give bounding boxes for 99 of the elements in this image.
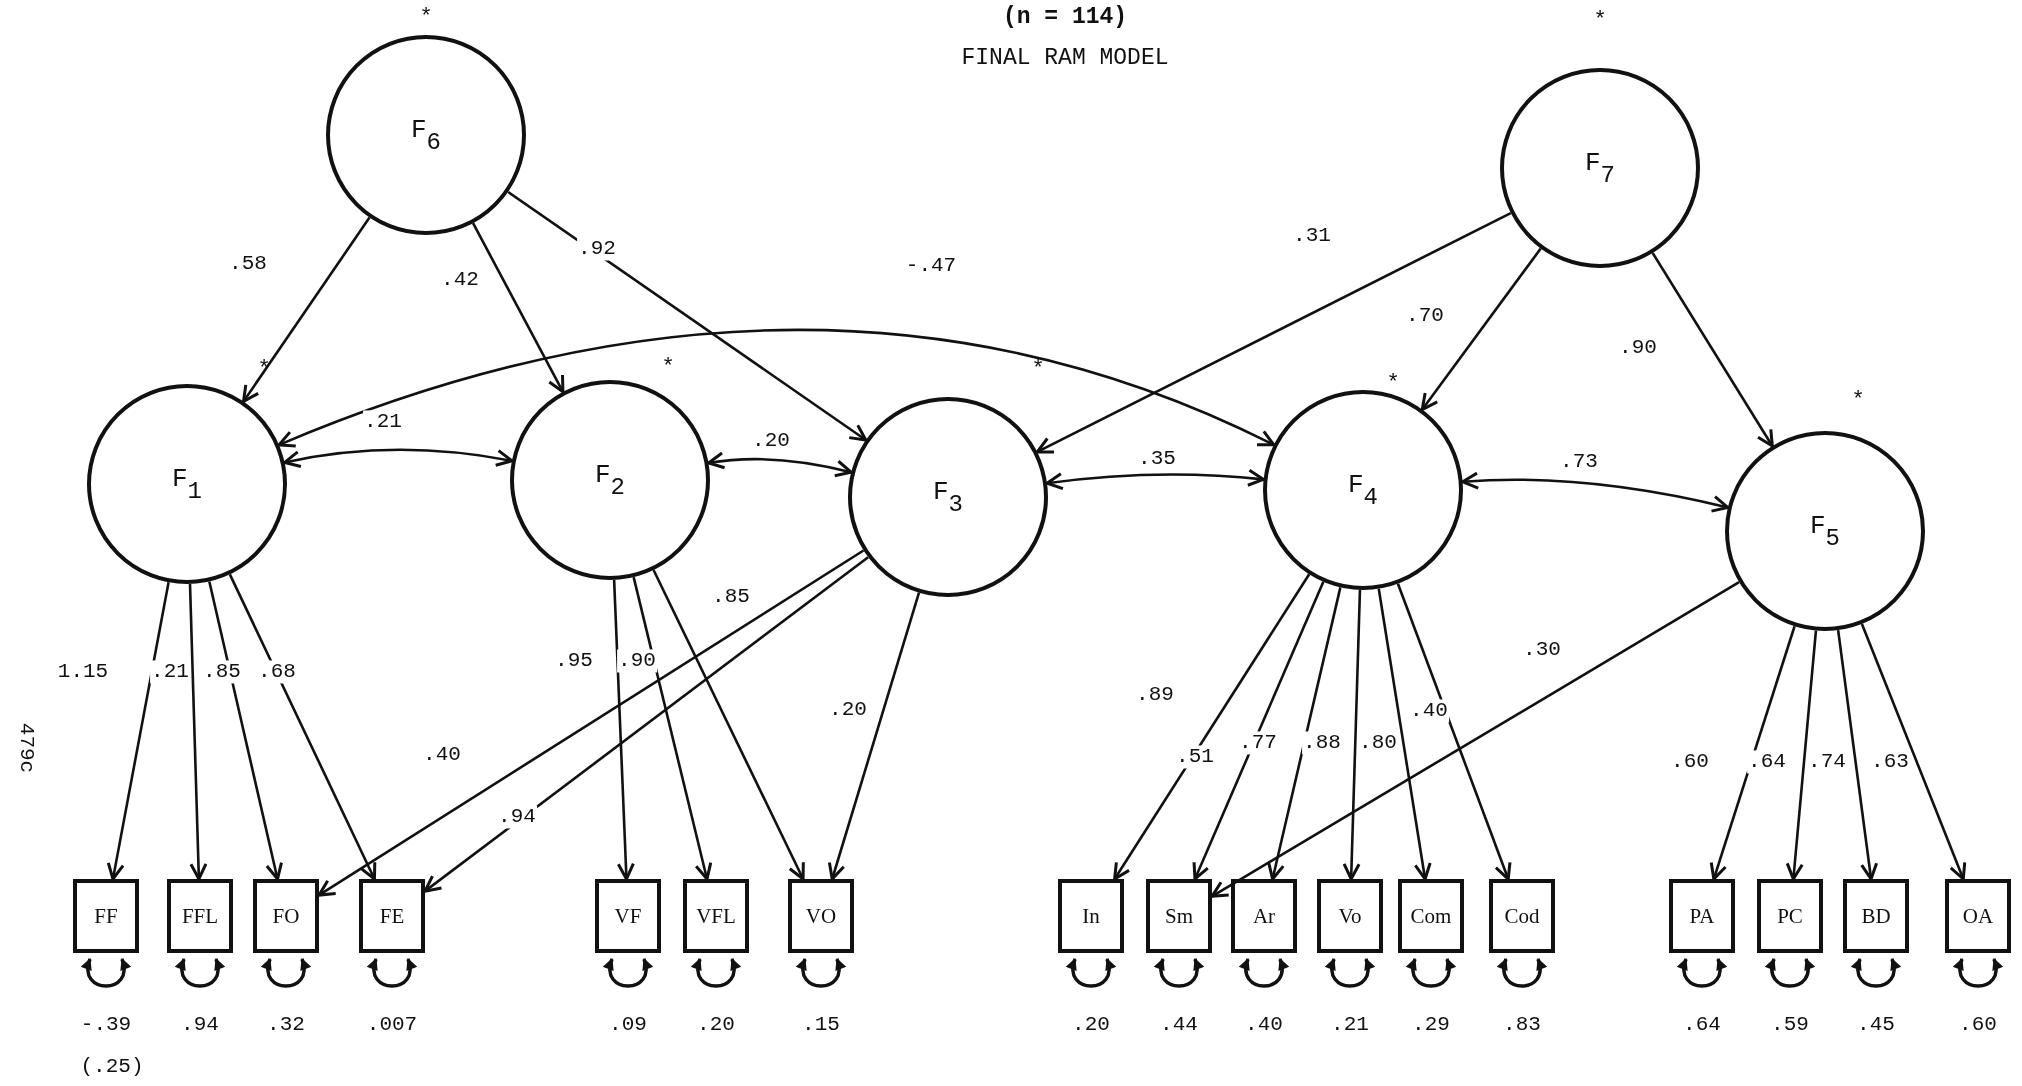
edge-label: .90 <box>617 649 657 673</box>
observed-variable-box <box>1843 879 1909 953</box>
asterisk-mark: * <box>419 7 433 29</box>
covariance-arrow <box>1461 471 1730 513</box>
covariance-arrow <box>283 448 514 469</box>
variable-label: In <box>1082 903 1100 929</box>
variance-loop-arrow <box>1765 957 1815 988</box>
note-text: (.25) <box>80 1054 144 1078</box>
path-arrow <box>208 581 283 881</box>
path-arrow <box>1377 588 1432 881</box>
path-arrow <box>827 592 921 881</box>
path-arrow <box>188 583 208 881</box>
observed-variable-box <box>788 879 854 953</box>
observed-variable-box <box>595 879 661 953</box>
variance-loop-arrow <box>81 957 131 988</box>
edge-label: .64 <box>1747 750 1787 774</box>
path-arrow <box>1342 589 1362 881</box>
variance-loop-arrow <box>175 957 225 988</box>
observed-variable-box <box>1945 879 2011 953</box>
path-arrow <box>228 573 377 881</box>
asterisk-mark: * <box>1386 373 1400 395</box>
variance-loop-arrow <box>1066 957 1116 988</box>
variable-label: Vo <box>1338 903 1362 929</box>
path-arrow <box>1420 247 1542 411</box>
variable-label: FE <box>379 903 405 929</box>
path-arrow <box>242 216 371 403</box>
observed-variable-box <box>253 879 319 953</box>
path-arrow <box>1035 211 1512 454</box>
path-arrow <box>1210 581 1740 898</box>
path-arrow <box>471 222 565 394</box>
path-arrow <box>1860 623 1967 881</box>
variance-loop-arrow <box>603 957 653 988</box>
asterisk-mark: * <box>1593 10 1607 32</box>
path-arrow <box>1836 629 1879 881</box>
variable-label: FFL <box>181 903 219 929</box>
covariance-arrow <box>1045 469 1266 491</box>
observed-variable-box <box>167 879 233 953</box>
variable-label: VFL <box>696 903 736 929</box>
path-arrow <box>632 576 713 881</box>
variance-loop-arrow <box>1851 957 1901 988</box>
variable-label: VF <box>614 903 642 929</box>
path-arrow <box>507 190 868 442</box>
note-text: (n = 114) <box>1002 4 1128 30</box>
asterisk-mark: * <box>1031 359 1045 381</box>
variance-loop-arrow <box>1325 957 1375 988</box>
covariance-arrow <box>707 451 853 478</box>
asterisk-mark: * <box>1851 390 1865 412</box>
observed-variable-box <box>683 879 749 953</box>
observed-variable-box <box>1146 879 1212 953</box>
path-arrow <box>1192 581 1325 881</box>
path-arrow <box>1709 625 1796 881</box>
variance-loop-arrow <box>1677 957 1727 988</box>
variable-label: Com <box>1410 903 1452 929</box>
variable-label: Ar <box>1252 903 1276 929</box>
page-number: 479c <box>14 722 38 774</box>
asterisk-mark: * <box>257 359 271 381</box>
covariance-arrow <box>277 328 1276 448</box>
path-arrow <box>612 579 635 881</box>
variance-loop-arrow <box>261 957 311 988</box>
observed-variable-box <box>1489 879 1555 953</box>
observed-variable-box <box>1231 879 1297 953</box>
path-arrow <box>1396 583 1512 881</box>
asterisk-mark: * <box>661 357 675 379</box>
variance-loop-arrow <box>367 957 417 988</box>
variance-loop-arrow <box>691 957 741 988</box>
observed-variable-box <box>1398 879 1464 953</box>
edge-label: .88 <box>1302 731 1342 755</box>
variable-label: BD <box>1861 903 1891 929</box>
edge-label: .92 <box>577 237 617 261</box>
variance-loop-arrow <box>1154 957 1204 988</box>
variance-loop-arrow <box>1239 957 1289 988</box>
path-arrow <box>423 556 869 893</box>
edge-label: .21 <box>150 660 190 684</box>
observed-variable-box <box>1669 879 1735 953</box>
variance-loop-arrow <box>796 957 846 988</box>
path-arrow <box>1113 573 1311 881</box>
path-arrow <box>1785 630 1818 881</box>
variable-label: OA <box>1962 903 1994 929</box>
path-arrow <box>652 569 805 881</box>
observed-variable-box <box>73 879 139 953</box>
observed-variable-box <box>359 879 425 953</box>
path-arrow <box>1651 252 1774 448</box>
variable-label: FF <box>94 903 118 929</box>
observed-variable-box <box>1317 879 1383 953</box>
variable-label: Sm <box>1165 903 1193 929</box>
variance-loop-arrow <box>1497 957 1547 988</box>
path-arrow <box>317 549 865 897</box>
variable-label: PA <box>1689 903 1715 929</box>
path-arrow <box>1267 587 1342 881</box>
variance-loop-arrow <box>1953 957 2003 988</box>
variable-label: Cod <box>1504 903 1540 929</box>
variable-label: VO <box>805 903 837 929</box>
observed-variable-box <box>1058 879 1124 953</box>
observed-variable-box <box>1757 879 1823 953</box>
diagram-title: FINAL RAM MODEL <box>961 45 1169 71</box>
variance-loop-arrow <box>1406 957 1456 988</box>
variable-label: FO <box>272 903 300 929</box>
variable-label: PC <box>1777 903 1803 929</box>
path-arrow <box>106 582 170 881</box>
